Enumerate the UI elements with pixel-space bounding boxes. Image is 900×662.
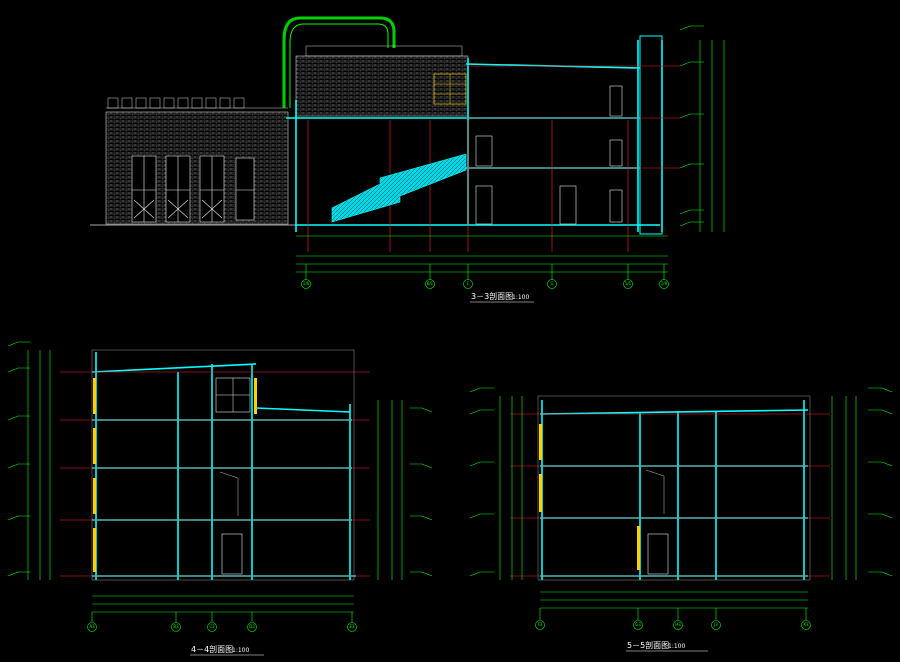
axis-label: C3 [209,624,215,629]
axis-label: A3 [89,624,95,629]
axis-label: G3 [635,622,641,627]
door-5-5 [647,533,669,575]
facade-openings [131,155,255,223]
dimensions-5-5 [469,387,893,620]
axis-label: 1/1 [625,281,632,286]
section-5-5-view: F3 G3 H3 J3 K3 5－5剖面图 1:100 [469,387,893,652]
brick-upper-block [295,55,469,117]
axis-label: K3 [803,622,809,627]
dimensions-3-3 [296,25,725,280]
axis-label: 6/1 [427,281,434,286]
yellow-columns-5-5 [539,424,640,570]
view-title: 4－4剖面图 [191,644,233,654]
view-title: 5－5剖面图 [627,640,669,650]
axis-label: F [467,281,470,286]
axis-label: 1/6 [303,281,310,286]
view-title: 3－3剖面图 [471,291,513,301]
view-scale: 1:100 [232,647,249,654]
drain-pipe-inner [289,23,389,108]
yellow-columns-4-4 [93,378,257,572]
axis-label: D3 [249,624,255,629]
axis-label: H3 [675,622,681,627]
axis-bubbles-3-3: 1/6 6/1 F G 1/1 1/9 [301,279,669,289]
drain-pipe [282,16,396,108]
door-4-4 [221,533,243,575]
axis-lines-5-5 [510,413,830,577]
view-scale: 1:100 [512,294,529,301]
axis-label: 1/9 [661,281,668,286]
structure-4-4 [91,352,356,580]
axis-label: F3 [538,622,543,627]
section-4-4-view: A3 B3 C3 D3 E3 4－4剖面图 1:100 [7,341,433,656]
parapet-blocks [106,97,288,109]
axis-bubbles-4-4: A3 B3 C3 D3 E3 [87,622,357,632]
axis-label: E3 [349,624,355,629]
section-3-3-view: 1/6 6/1 F G 1/1 1/9 3－3剖面图 1:100 [90,16,725,303]
axis-bubbles-5-5: F3 G3 H3 J3 K3 [535,620,811,630]
axis-label: J3 [713,622,718,627]
axis-label: B3 [173,624,179,629]
axis-lines-3-3 [307,65,680,252]
axis-lines-4-4 [60,371,370,577]
dimensions-4-4 [7,341,433,622]
structure-5-5 [539,400,809,580]
view-scale: 1:100 [668,643,685,650]
stair-flight [331,153,467,223]
interior-doors-3-3 [475,85,623,225]
axis-label: G [550,281,553,286]
